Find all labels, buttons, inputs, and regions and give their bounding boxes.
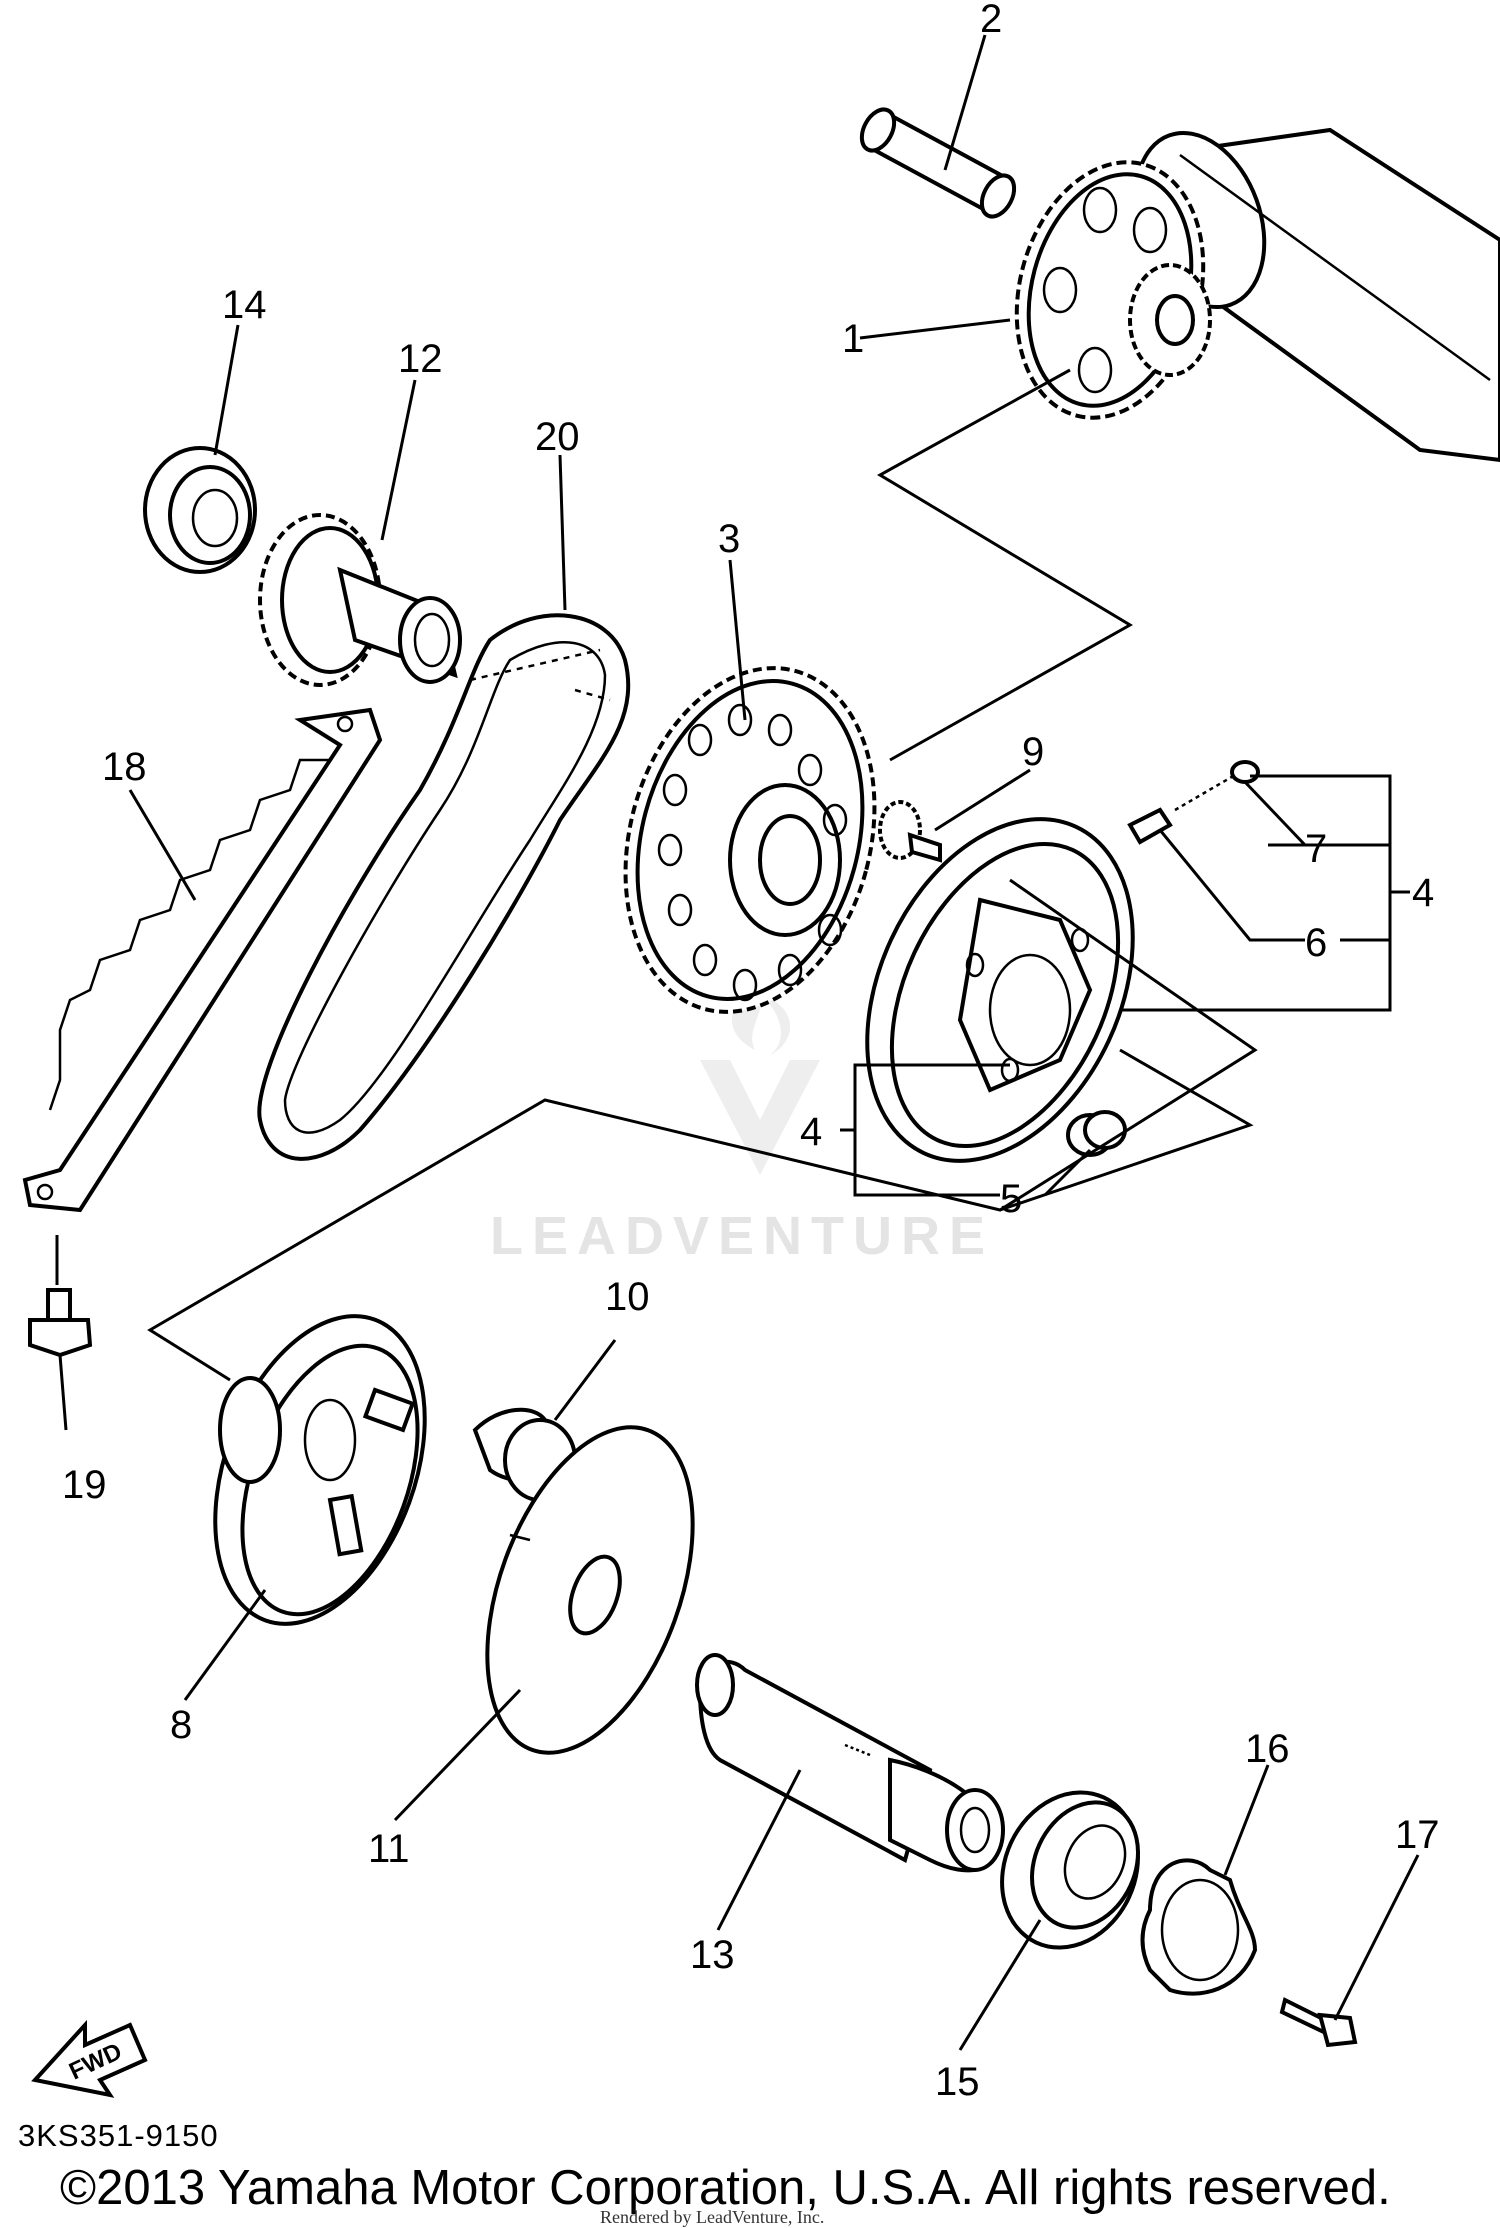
part-6-roller[interactable] bbox=[1127, 807, 1173, 845]
part-18-chain-guide[interactable] bbox=[22, 707, 383, 1213]
watermark-text: LEADVENTURE bbox=[490, 1206, 995, 1266]
leader-lines bbox=[55, 34, 1420, 2051]
assembly-outline-lines bbox=[147, 368, 1258, 1382]
callout-18: 18 bbox=[102, 745, 147, 789]
part-20-chain[interactable] bbox=[257, 613, 631, 1161]
callout-labels: 2 1 14 12 20 3 9 18 7 4 6 4 5 10 19 8 11… bbox=[62, 0, 1440, 2104]
part-1-gear[interactable] bbox=[989, 141, 1230, 439]
callout-20: 20 bbox=[535, 415, 580, 459]
part-11-plate[interactable] bbox=[447, 1399, 732, 1780]
part-2-pin[interactable] bbox=[855, 104, 1020, 222]
render-note: Rendered by LeadVenture, Inc. bbox=[600, 2207, 825, 2227]
callout-19: 19 bbox=[62, 1463, 107, 1507]
callout-12: 12 bbox=[398, 337, 443, 381]
callout-11: 11 bbox=[368, 1827, 410, 1871]
part-4-starter-clutch[interactable] bbox=[815, 776, 1185, 1204]
callout-14: 14 bbox=[222, 283, 267, 327]
callout-7: 7 bbox=[1305, 827, 1327, 871]
part-12-gear-sleeve[interactable] bbox=[258, 513, 462, 687]
callout-1: 1 bbox=[842, 317, 864, 361]
fwd-arrow-icon: FWD bbox=[31, 2019, 148, 2098]
callout-6: 6 bbox=[1305, 921, 1327, 965]
callout-17: 17 bbox=[1395, 1813, 1440, 1857]
callout-16: 16 bbox=[1245, 1727, 1290, 1771]
callout-5: 5 bbox=[1000, 1177, 1022, 1221]
callout-4-b: 4 bbox=[800, 1110, 822, 1154]
part-17-screw[interactable] bbox=[1279, 1997, 1358, 2048]
callout-8: 8 bbox=[170, 1703, 192, 1747]
callout-2: 2 bbox=[980, 0, 1002, 41]
callout-10: 10 bbox=[605, 1275, 650, 1319]
part-15-bearing[interactable] bbox=[977, 1770, 1162, 1970]
part-19-bolt[interactable] bbox=[28, 1288, 93, 1358]
callout-4-a: 4 bbox=[1412, 871, 1434, 915]
part-3-sprocket[interactable] bbox=[589, 640, 911, 1040]
part-16-retainer-plate[interactable] bbox=[1140, 1858, 1258, 1996]
part-14-bearing[interactable] bbox=[143, 446, 257, 574]
callout-9: 9 bbox=[1022, 730, 1044, 774]
diagram-code: 3KS351-9150 bbox=[18, 2118, 219, 2153]
part-13-shaft[interactable] bbox=[695, 1653, 1005, 1873]
copyright-notice: ©2013 Yamaha Motor Corporation, U.S.A. A… bbox=[60, 2161, 1391, 2215]
part-9-gear-shaft[interactable] bbox=[878, 800, 942, 863]
part-7-spring[interactable] bbox=[1174, 760, 1260, 812]
callout-13: 13 bbox=[690, 1933, 735, 1977]
callout-15: 15 bbox=[935, 2060, 980, 2104]
part-8-clutch-outer[interactable] bbox=[176, 1287, 464, 1653]
callout-3: 3 bbox=[718, 517, 740, 561]
